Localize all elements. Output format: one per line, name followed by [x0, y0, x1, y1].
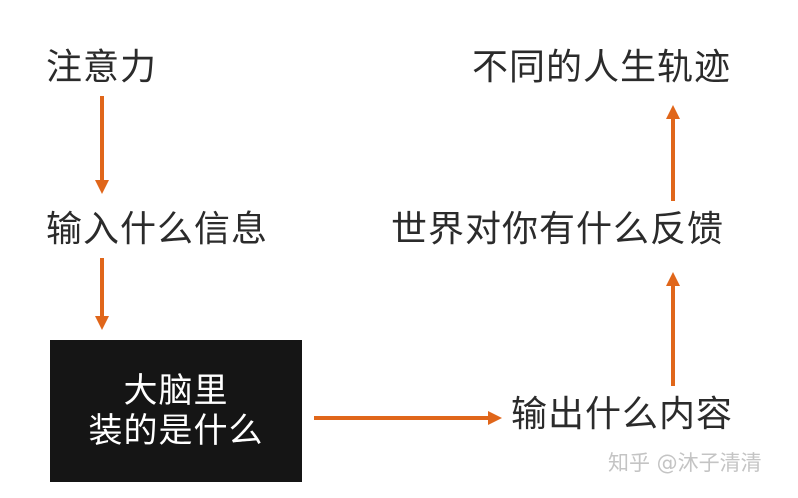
- brain-label-line2: 装的是什么: [88, 411, 264, 451]
- node-output: 输出什么内容: [511, 394, 734, 435]
- arrow-up-icon: [666, 105, 680, 201]
- brain-label-line1: 大脑里: [123, 371, 229, 411]
- node-attention: 注意力: [46, 47, 158, 88]
- node-brain-box: 大脑里 装的是什么: [50, 340, 302, 482]
- arrow-down-icon: [95, 258, 109, 330]
- node-feedback: 世界对你有什么反馈: [391, 209, 725, 250]
- arrow-up-icon: [666, 272, 680, 386]
- arrow-right-icon: [314, 411, 502, 425]
- watermark: 知乎 @沐子清清: [608, 451, 762, 475]
- node-input: 输入什么信息: [46, 209, 269, 250]
- node-trajectory: 不同的人生轨迹: [472, 47, 732, 88]
- arrow-down-icon: [95, 96, 109, 194]
